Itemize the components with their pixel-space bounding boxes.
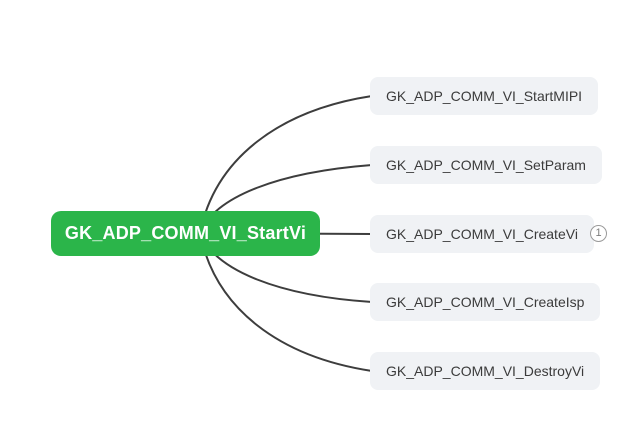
node-create-isp[interactable]: GK_ADP_COMM_VI_CreateIsp [370,283,601,321]
connector-start-mipi [199,95,373,234]
node-set-param[interactable]: GK_ADP_COMM_VI_SetParam [370,146,602,184]
connector-destroy-vi [199,232,373,372]
node-create-vi[interactable]: GK_ADP_COMM_VI_CreateVi [370,215,594,253]
node-destroy-vi[interactable]: GK_ADP_COMM_VI_DestroyVi [370,352,601,390]
root-node[interactable]: GK_ADP_COMM_VI_StartVi [51,211,320,256]
create-vi-count-badge[interactable]: 1 [590,225,607,242]
node-start-mipi[interactable]: GK_ADP_COMM_VI_StartMIPI [370,77,599,115]
